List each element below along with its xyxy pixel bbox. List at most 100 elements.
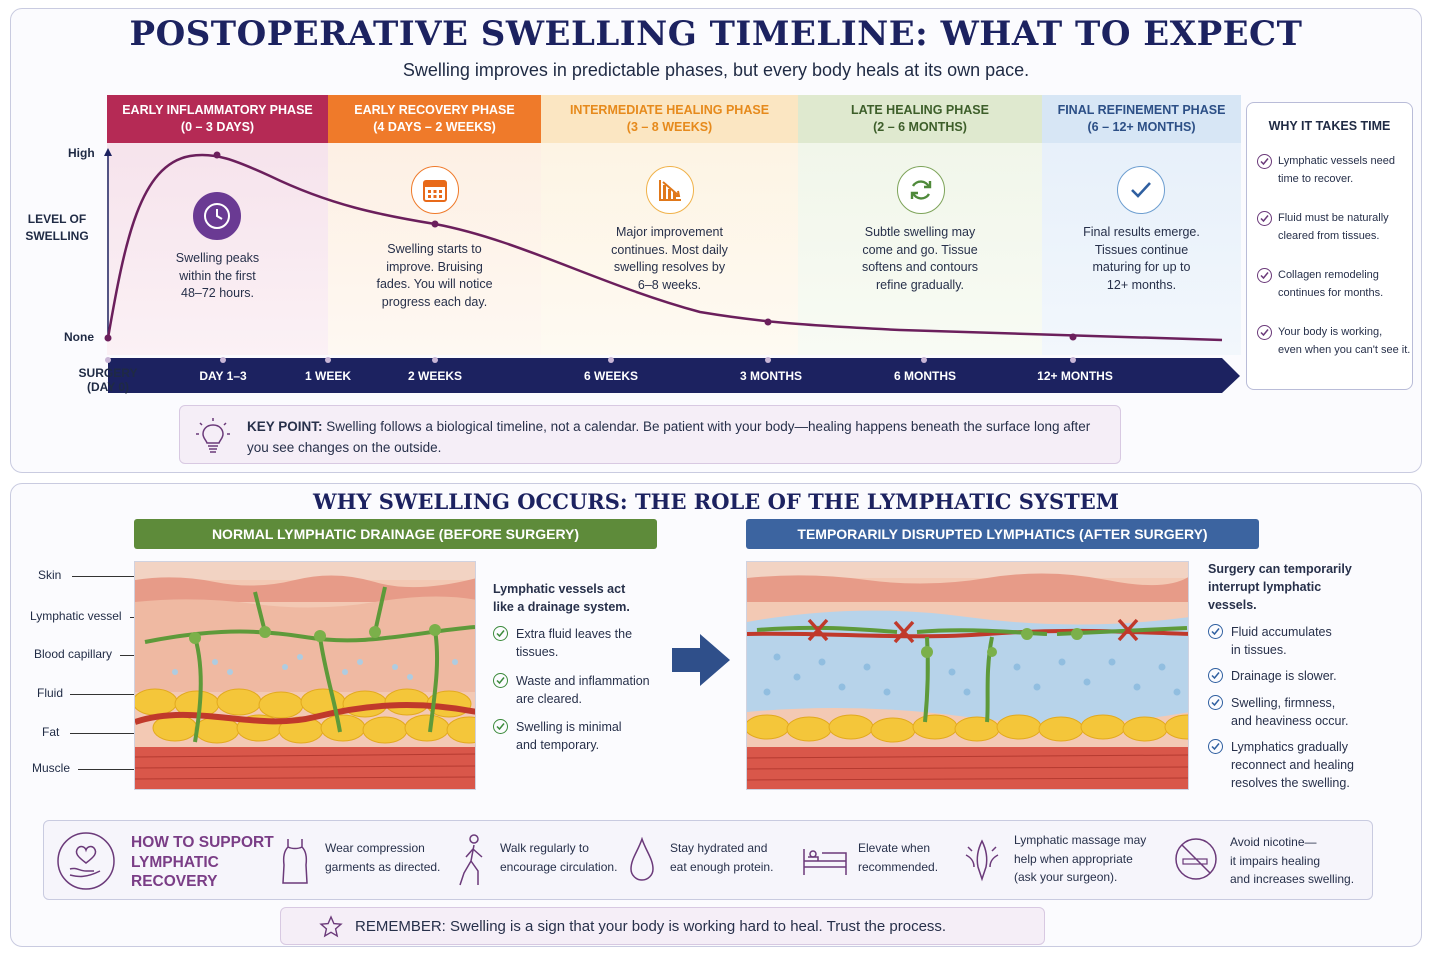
label-muscle: Muscle bbox=[32, 761, 71, 775]
disrupted-point: Drainage is slower. bbox=[1208, 667, 1337, 685]
timeline-tick: DAY 1–3 bbox=[199, 369, 247, 383]
phase-header: FINAL REFINEMENT PHASE (6 – 12+ MONTHS) bbox=[1042, 95, 1241, 143]
check-circle-icon bbox=[1208, 739, 1223, 754]
star-icon bbox=[319, 915, 343, 938]
check-circle-icon bbox=[493, 626, 508, 641]
chart-down-icon bbox=[646, 166, 694, 214]
label-fat: Fat bbox=[42, 725, 60, 739]
remember-box: REMEMBER: Swelling is a sign that your b… bbox=[280, 907, 1045, 945]
phase-name: EARLY RECOVERY PHASE bbox=[354, 103, 515, 117]
check-circle-icon bbox=[1208, 668, 1223, 683]
right-arrow-icon bbox=[672, 634, 730, 686]
timeline-tick: 2 WEEKS bbox=[407, 369, 462, 383]
page-title: POSTOPERATIVE SWELLING TIMELINE: WHAT TO… bbox=[129, 14, 1303, 54]
phase-early-inflammatory: EARLY INFLAMMATORY PHASE (0 – 3 DAYS) Sw… bbox=[107, 95, 328, 355]
phase-name: INTERMEDIATE HEALING PHASE bbox=[569, 103, 770, 117]
key-point-box: KEY POINT: Swelling follows a biological… bbox=[179, 405, 1121, 464]
phase-name: EARLY INFLAMMATORY PHASE bbox=[122, 103, 313, 117]
swelling-curve-chart bbox=[104, 148, 1240, 393]
clock-icon bbox=[193, 192, 241, 240]
no-smoking-icon bbox=[1175, 838, 1217, 880]
timeline-tick: 6 MONTHS bbox=[893, 369, 956, 383]
compression-garment-icon bbox=[282, 839, 308, 884]
checkmark-icon bbox=[1117, 166, 1165, 214]
curve-markers bbox=[104, 151, 1077, 342]
refresh-icon bbox=[897, 166, 945, 214]
check-circle-icon bbox=[1208, 624, 1223, 639]
label-lymphatic-vessel: Lymphatic vessel bbox=[30, 609, 122, 623]
lightbulb-icon bbox=[196, 418, 230, 453]
check-circle-icon bbox=[1257, 268, 1272, 283]
key-point-text: KEY POINT: Swelling follows a biological… bbox=[247, 419, 1091, 455]
phase-name: FINAL REFINEMENT PHASE bbox=[1057, 103, 1226, 117]
phase-range: (0 – 3 DAYS) bbox=[180, 120, 255, 134]
water-drop-icon bbox=[630, 837, 654, 881]
check-circle-icon bbox=[493, 719, 508, 734]
section-title: WHY SWELLING OCCURS: THE ROLE OF THE LYM… bbox=[312, 489, 1120, 514]
phase-header: EARLY INFLAMMATORY PHASE (0 – 3 DAYS) bbox=[107, 95, 328, 143]
phase-range: (3 – 8 WEEKS) bbox=[626, 120, 713, 134]
walking-icon bbox=[459, 834, 483, 886]
why-it-takes-time-box: WHY IT TAKES TIME Lymphatic vessels need… bbox=[1246, 102, 1413, 390]
label-skin: Skin bbox=[38, 568, 62, 582]
calendar-icon bbox=[411, 166, 459, 214]
phase-final-refinement: FINAL REFINEMENT PHASE (6 – 12+ MONTHS) … bbox=[1042, 95, 1241, 355]
bed-icon bbox=[803, 849, 847, 875]
check-circle-icon bbox=[1257, 154, 1272, 169]
key-point-label: KEY POINT: bbox=[247, 419, 323, 434]
timeline-tick: 1 WEEK bbox=[304, 369, 351, 383]
timeline-tick: 3 MONTHS bbox=[739, 369, 802, 383]
y-axis-none: None bbox=[64, 330, 94, 344]
label-fluid: Fluid bbox=[37, 686, 64, 700]
label-blood-capillary: Blood capillary bbox=[34, 647, 113, 661]
page-subtitle: Swelling improves in predictable phases,… bbox=[402, 60, 1030, 80]
disrupted-lymphatics-banner: TEMPORARILY DISRUPTED LYMPHATICS (AFTER … bbox=[746, 519, 1259, 549]
why-title: WHY IT TAKES TIME bbox=[1268, 119, 1391, 133]
remember-text: REMEMBER: Swelling is a sign that your b… bbox=[355, 918, 947, 935]
remember-label: REMEMBER: bbox=[355, 918, 446, 935]
timeline-tick-dots bbox=[105, 357, 1076, 363]
phase-header: EARLY RECOVERY PHASE (4 DAYS – 2 WEEKS) bbox=[328, 95, 541, 143]
heart-hand-icon bbox=[57, 832, 115, 890]
phase-header: LATE HEALING PHASE (2 – 6 MONTHS) bbox=[798, 95, 1042, 143]
phase-header: INTERMEDIATE HEALING PHASE (3 – 8 WEEKS) bbox=[541, 95, 798, 143]
timeline-tick: 12+ MONTHS bbox=[1037, 369, 1113, 383]
phase-intermediate: INTERMEDIATE HEALING PHASE (3 – 8 WEEKS)… bbox=[541, 95, 798, 355]
check-circle-icon bbox=[1257, 211, 1272, 226]
timeline-arrow bbox=[108, 358, 1240, 393]
phase-range: (6 – 12+ MONTHS) bbox=[1087, 120, 1196, 134]
timeline-tick: 6 WEEKS bbox=[583, 369, 638, 383]
normal-drainage-banner: NORMAL LYMPHATIC DRAINAGE (BEFORE SURGER… bbox=[134, 519, 657, 549]
phase-range: (2 – 6 MONTHS) bbox=[873, 120, 967, 134]
phase-name: LATE HEALING PHASE bbox=[851, 103, 989, 117]
swelling-curve bbox=[106, 153, 1223, 342]
phase-late-healing: LATE HEALING PHASE (2 – 6 MONTHS) Subtle… bbox=[798, 95, 1042, 355]
y-axis-arrow bbox=[104, 148, 112, 156]
timeline-start-label: SURGERY(DAY 0) bbox=[78, 366, 138, 394]
disrupted-tissue-illustration bbox=[746, 561, 1189, 790]
normal-tissue-illustration bbox=[134, 561, 476, 790]
why-item: Your body is working,even when you can't… bbox=[1257, 324, 1412, 359]
massage-hands-icon bbox=[965, 839, 999, 882]
